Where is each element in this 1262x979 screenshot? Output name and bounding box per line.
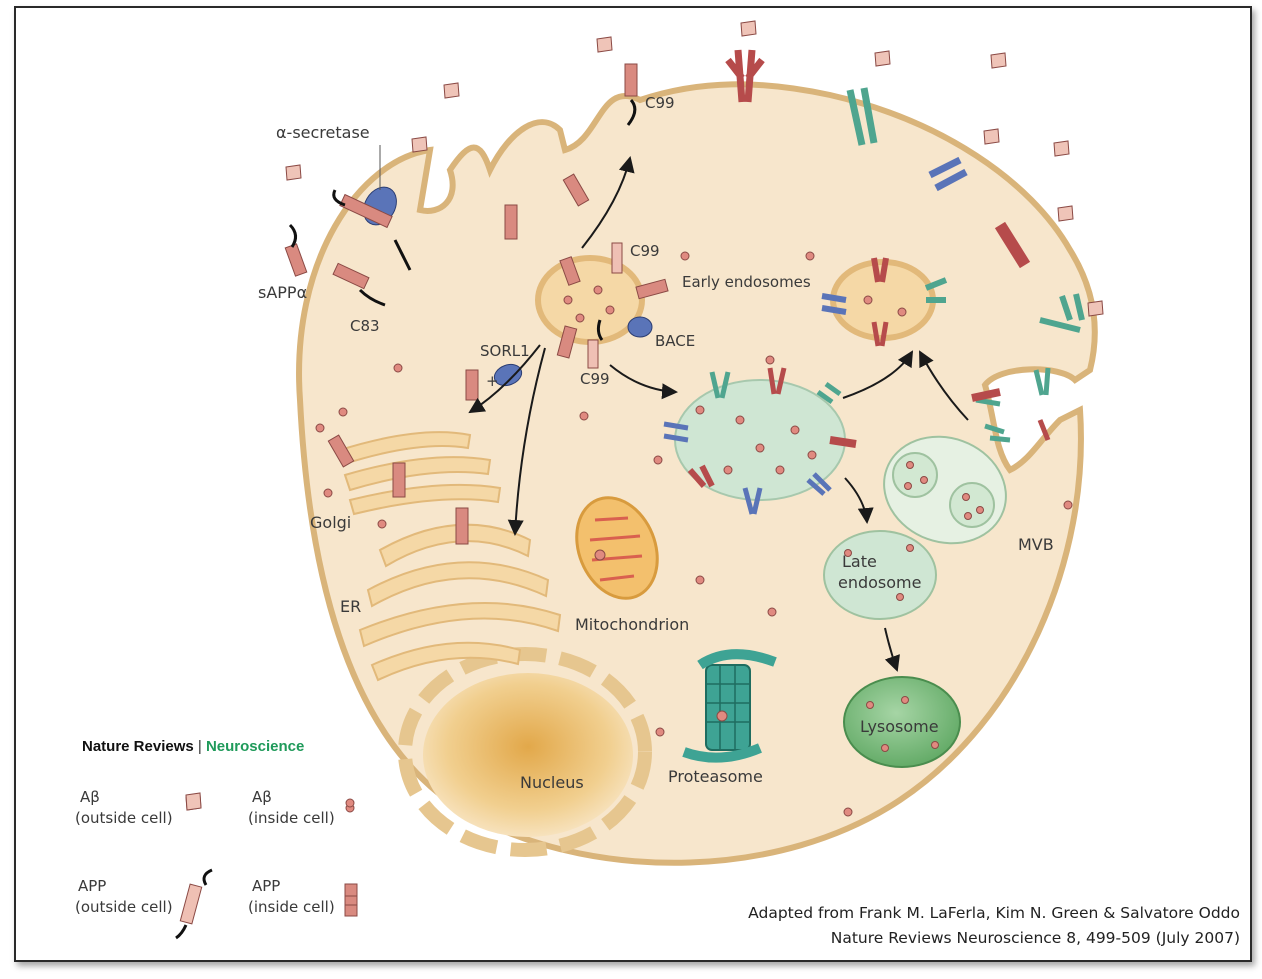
abeta-intracellular	[315, 251, 1073, 817]
alpha-secretase-label: α-secretase	[276, 123, 370, 142]
golgi-apparatus	[338, 431, 502, 516]
mitochondrion-label: Mitochondrion	[575, 615, 689, 634]
late-endosome-label-2: endosome	[838, 573, 921, 592]
golgi-label: Golgi	[310, 513, 351, 532]
journal-brand: Nature Reviews | Neuroscience	[82, 738, 304, 755]
legend-ab-inside-title: Aβ	[252, 788, 272, 806]
proteasome	[682, 649, 777, 763]
mitochondrion	[575, 496, 659, 600]
sorl1-label: SORL1	[480, 342, 530, 360]
late-endosome	[823, 530, 937, 620]
legend-app-outside-icon	[175, 868, 213, 940]
sorting-endosome	[663, 367, 857, 515]
legend-ab-inside-icon	[345, 798, 355, 808]
c99-membrane	[624, 63, 638, 126]
legend-app-outside-sub: (outside cell)	[75, 898, 173, 916]
legend-app-inside-icon	[344, 883, 358, 917]
plus-sign: +	[486, 372, 499, 390]
alpha-secretase-complex	[284, 186, 412, 307]
legend-ab-inside-sub: (inside cell)	[248, 809, 335, 827]
legend-app-inside-sub: (inside cell)	[248, 898, 335, 916]
legend-app-inside-title: APP	[252, 877, 280, 895]
source-credit-line-2: Nature Reviews Neuroscience 8, 499-509 (…	[830, 929, 1240, 947]
early-endosome-left	[535, 242, 669, 369]
nucleus-label: Nucleus	[520, 773, 584, 792]
er-label: ER	[340, 597, 361, 616]
trafficking-arrows	[468, 156, 969, 672]
legend-ab-outside-sub: (outside cell)	[75, 809, 173, 827]
membrane-app	[327, 173, 590, 545]
lysosome-label: Lysosome	[860, 717, 939, 736]
source-credit-line-1: Adapted from Frank M. LaFerla, Kim N. Gr…	[748, 904, 1240, 922]
mvb-label: MVB	[1018, 535, 1054, 554]
lysosome	[843, 676, 961, 768]
early-endosome-right	[821, 257, 948, 347]
endoplasmic-reticulum	[358, 523, 562, 682]
multivesicular-body	[883, 435, 1007, 545]
brand-nature-reviews: Nature Reviews	[82, 738, 194, 755]
sorl1-complex	[465, 363, 523, 401]
early-endosomes-label: Early endosomes	[682, 273, 811, 291]
legend-app-outside-title: APP	[78, 877, 106, 895]
c99-bottom-label: C99	[580, 370, 610, 388]
late-endosome-label-1: Late	[842, 552, 877, 571]
c99-endosome-label: C99	[630, 242, 660, 260]
c99-top-label: C99	[645, 94, 675, 112]
surface-receptors	[725, 49, 1085, 443]
brand-separator: |	[194, 738, 206, 755]
legend-ab-outside-title: Aβ	[80, 788, 100, 806]
c83-label: C83	[350, 317, 380, 335]
nucleus	[398, 647, 652, 857]
sappa-label: sAPPα	[258, 283, 307, 302]
brand-neuroscience: Neuroscience	[206, 738, 304, 755]
legend: Aβ (outside cell) Aβ (inside cell) APP (…	[75, 788, 358, 940]
bace-label: BACE	[655, 332, 695, 350]
legend-ab-outside-icon	[185, 792, 202, 811]
proteasome-label: Proteasome	[668, 767, 763, 786]
